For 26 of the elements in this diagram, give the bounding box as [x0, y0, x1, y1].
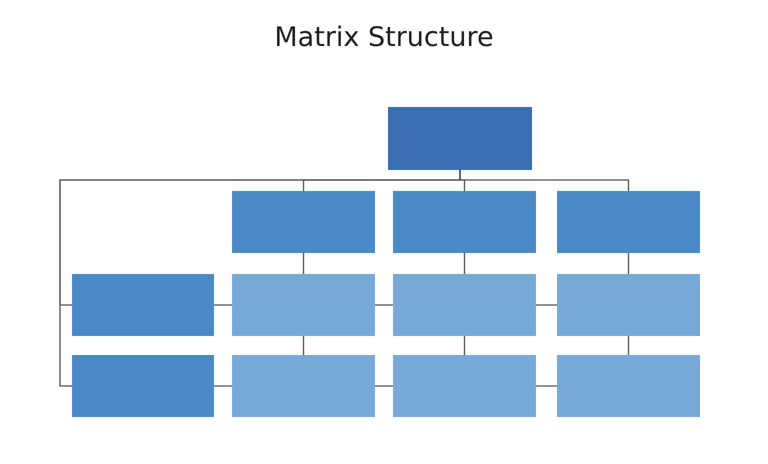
org-box [232, 274, 375, 336]
org-box [388, 107, 532, 170]
connector-line [302, 336, 304, 355]
connector-line [464, 336, 466, 355]
connector-line [214, 304, 232, 306]
connector-line [59, 170, 461, 387]
org-box [393, 191, 536, 253]
connector-line [375, 304, 393, 306]
org-box [557, 191, 700, 253]
org-box [393, 355, 536, 417]
org-box [232, 191, 375, 253]
connector-line [628, 336, 630, 355]
org-box [72, 274, 214, 336]
connector-line [536, 385, 557, 387]
org-box [557, 274, 700, 336]
connector-line [214, 385, 232, 387]
connector-line [628, 253, 630, 274]
org-box [557, 355, 700, 417]
connector-line [375, 385, 393, 387]
connector-line [536, 304, 557, 306]
org-box [393, 274, 536, 336]
org-box [72, 355, 214, 417]
connector-line [302, 253, 304, 274]
diagram-title: Matrix Structure [273, 22, 495, 53]
org-box [232, 355, 375, 417]
connector-line [464, 253, 466, 274]
